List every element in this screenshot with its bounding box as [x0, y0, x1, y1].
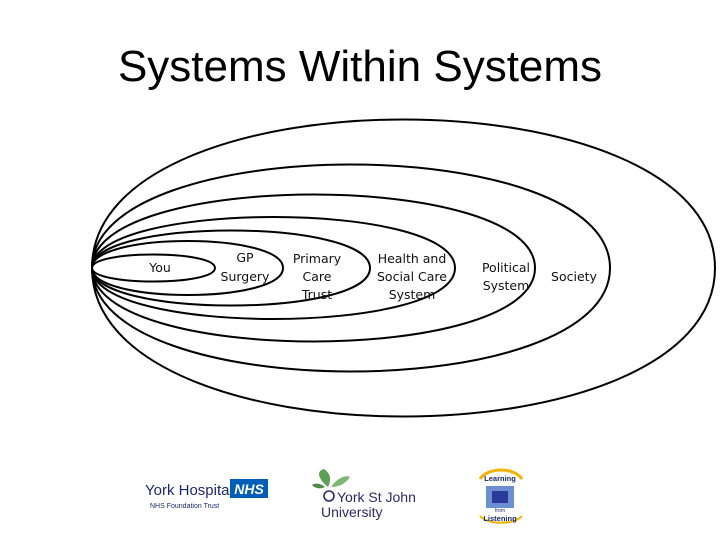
label-pct-line2: Care — [303, 269, 332, 284]
ellipse-society-outer — [90, 118, 717, 418]
label-society: Society — [551, 269, 598, 284]
ellipse-you — [90, 253, 217, 283]
svg-text:from: from — [495, 508, 505, 514]
ellipse-gp-surgery — [90, 240, 285, 296]
label-gp-line2: Surgery — [221, 269, 271, 284]
york-hospitals-logo: York Hospitals NHS NHS Foundation Trust — [145, 479, 268, 510]
ellipse-society-inner — [90, 163, 612, 373]
label-you: You — [148, 260, 171, 275]
label-hsc-line1: Health and — [378, 251, 447, 266]
logos-row: York Hospitals NHS NHS Foundation Trust … — [145, 468, 524, 524]
nhs-badge — [230, 479, 268, 498]
label-pct-line1: Primary — [293, 251, 342, 266]
svg-text:NHS: NHS — [234, 481, 264, 497]
label-hsc-line2: Social Care — [377, 269, 447, 284]
ellipse-political-system — [90, 193, 537, 343]
svg-text:University: University — [321, 504, 382, 520]
svg-text:NHS Foundation Trust: NHS Foundation Trust — [150, 503, 219, 510]
label-political-line2: System — [483, 278, 530, 293]
label-political-line1: Political — [482, 260, 530, 275]
learning-from-listening-logo: Learning from Listening — [478, 468, 524, 524]
svg-text:York Hospitals: York Hospitals — [145, 482, 240, 499]
ellipse-primary-care-trust — [90, 229, 372, 307]
label-gp-line1: GP — [236, 250, 254, 265]
svg-text:York St John: York St John — [337, 489, 416, 505]
slide-title: Systems Within Systems — [117, 42, 603, 91]
svg-text:Learning: Learning — [484, 474, 516, 483]
leaf-icon — [319, 469, 331, 487]
york-st-john-logo: York St John University — [312, 469, 416, 520]
label-pct-line3: Trust — [301, 287, 332, 302]
svg-text:Listening: Listening — [483, 514, 517, 523]
ellipse-health-social-care — [90, 216, 457, 320]
label-hsc-line3: System — [389, 287, 436, 302]
